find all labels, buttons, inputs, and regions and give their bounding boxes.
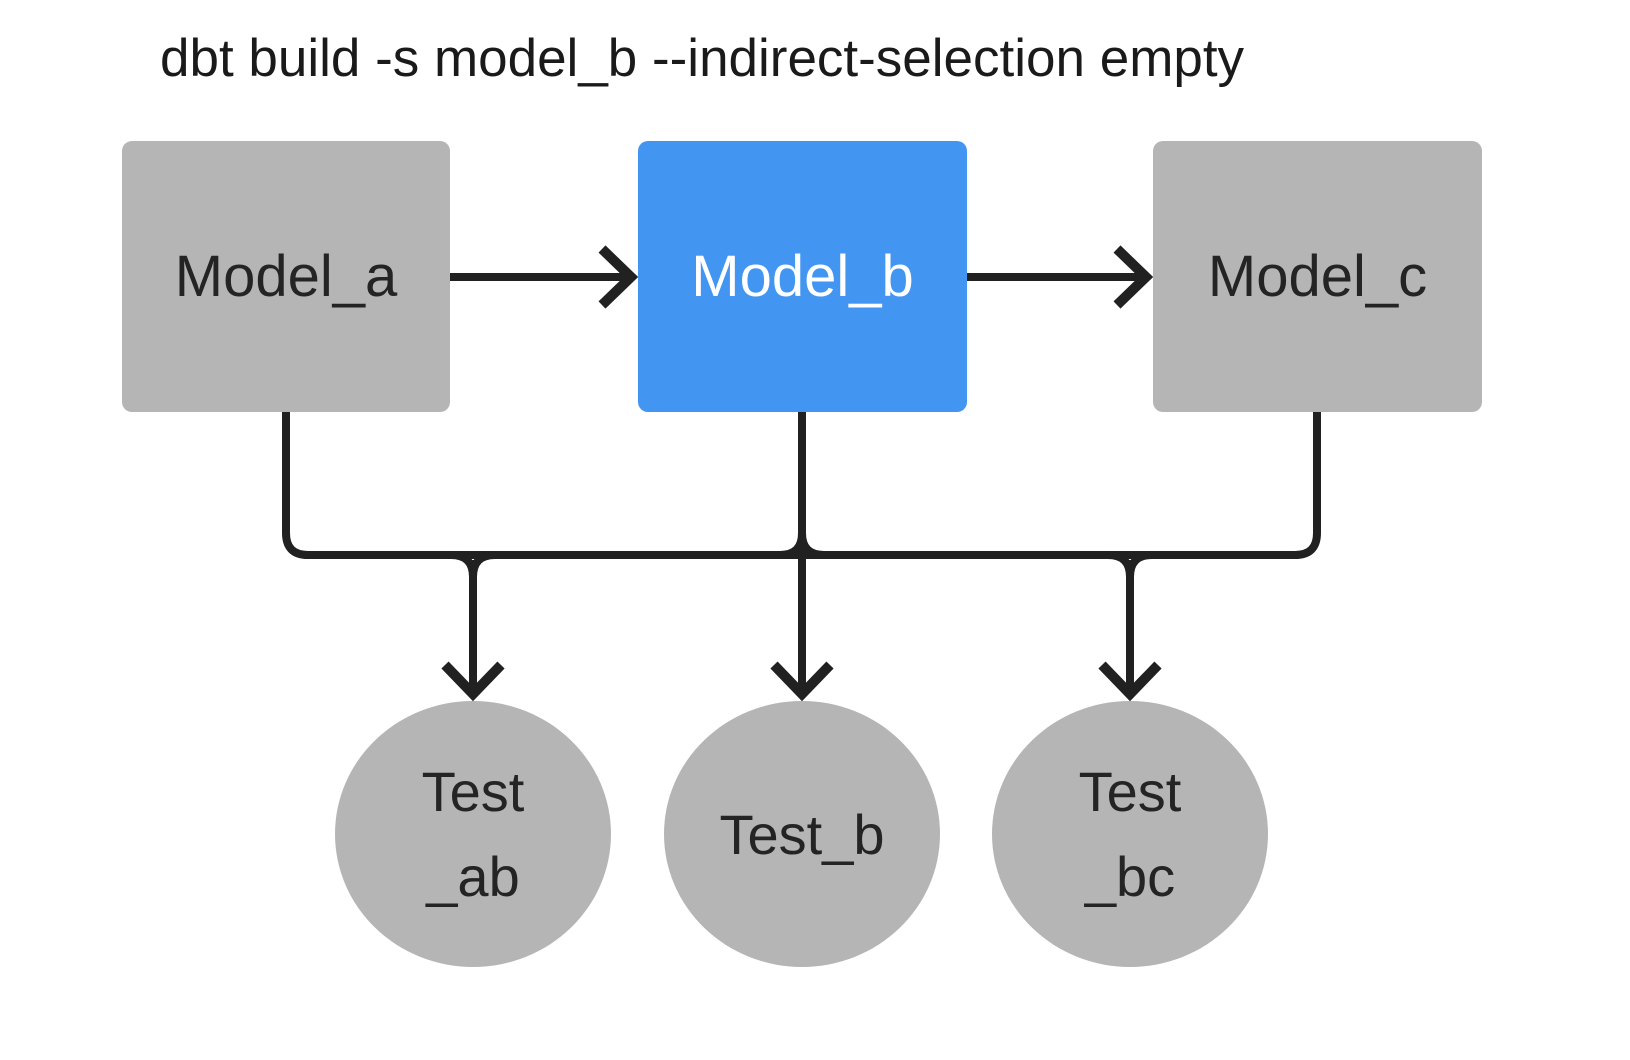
arrowhead-into-test-ab-icon bbox=[441, 661, 505, 702]
node-model-c-label: Model_c bbox=[1207, 244, 1428, 309]
edge-trunk-model-a-to-model-c bbox=[282, 412, 1321, 559]
node-model-a-label: Model_a bbox=[174, 244, 398, 309]
node-test-ab-label-line1: Test bbox=[421, 760, 525, 823]
edge-fillet-left-test-ab bbox=[450, 551, 477, 578]
node-model-a: Model_a bbox=[122, 141, 450, 412]
edge-fillet-left-test-bc bbox=[1107, 551, 1134, 578]
node-test-bc: Test _bc bbox=[992, 701, 1268, 967]
node-test-b: Test_b bbox=[664, 701, 940, 967]
node-model-b-label: Model_b bbox=[691, 244, 914, 309]
arrowhead-into-model-b-icon bbox=[598, 245, 639, 309]
edge-fillet-right-model-b-junction bbox=[798, 532, 825, 559]
node-test-ab: Test _ab bbox=[335, 701, 611, 967]
edge-fillet-right-test-bc bbox=[1126, 551, 1153, 578]
node-test-b-label-line1: Test_b bbox=[719, 802, 885, 866]
arrowhead-into-test-bc-icon bbox=[1098, 661, 1162, 702]
edge-fillet-right-test-ab bbox=[469, 551, 496, 578]
arrowhead-into-test-b-icon bbox=[770, 661, 834, 702]
node-model-c: Model_c bbox=[1153, 141, 1482, 412]
node-test-bc-label-line1: Test bbox=[1078, 760, 1182, 823]
edge-fillet-left-model-b-junction bbox=[779, 532, 806, 559]
node-test-bc-label-line2: _bc bbox=[1084, 845, 1176, 908]
node-model-b-selected: Model_b bbox=[638, 141, 967, 412]
node-test-ab-label-line2: _ab bbox=[426, 845, 520, 908]
diagram-title: dbt build -s model_b --indirect-selectio… bbox=[160, 29, 1245, 88]
arrowhead-into-model-c-icon bbox=[1113, 245, 1154, 309]
